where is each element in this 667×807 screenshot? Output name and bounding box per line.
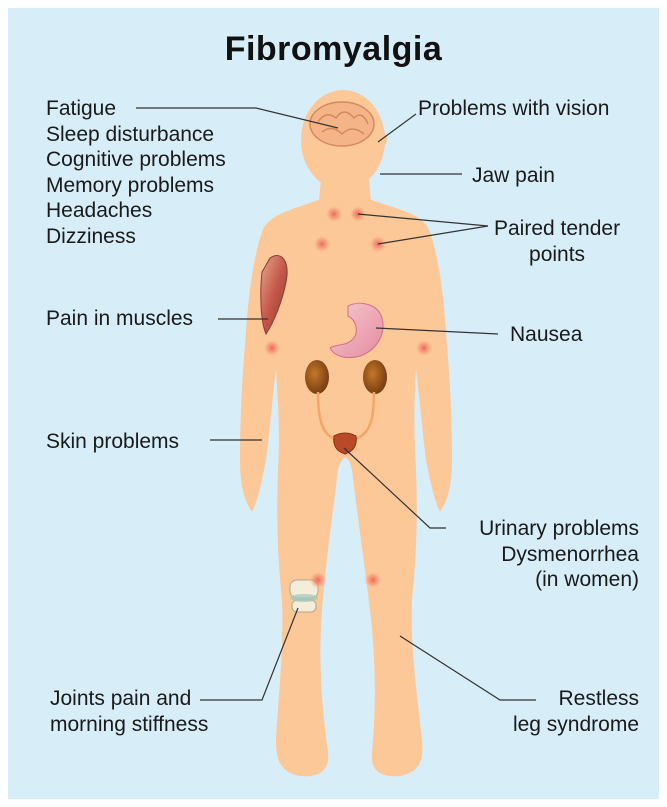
joints-line-2: morning stiffness [50, 712, 208, 738]
vision-label: Problems with vision [418, 96, 609, 122]
skin-problems-label: Skin problems [46, 429, 179, 455]
urinary-line-1: Urinary problems [479, 516, 639, 542]
muscle-pain-label: Pain in muscles [46, 306, 193, 332]
restless-line-2: leg syndrome [513, 712, 639, 738]
symptom-cognitive: Cognitive problems [46, 147, 226, 173]
symptom-fatigue: Fatigue [46, 96, 226, 122]
tender-points-label: Paired tender points [494, 216, 620, 267]
jaw-pain-label: Jaw pain [472, 163, 555, 189]
urinary-line-2: Dysmenorrhea [479, 542, 639, 568]
symptom-dizziness: Dizziness [46, 224, 226, 250]
restless-leg-label: Restless leg syndrome [513, 686, 639, 737]
restless-line-1: Restless [513, 686, 639, 712]
nausea-label: Nausea [510, 322, 582, 348]
joints-label: Joints pain and morning stiffness [50, 686, 208, 737]
tender-points-line-1: Paired tender [494, 216, 620, 242]
tender-points-line-2: points [494, 242, 620, 268]
urinary-label: Urinary problems Dysmenorrhea (in women) [479, 516, 639, 593]
page-title: Fibromyalgia [0, 30, 667, 69]
brain-symptoms-label: Fatigue Sleep disturbance Cognitive prob… [46, 96, 226, 249]
symptom-memory: Memory problems [46, 173, 226, 199]
symptom-headaches: Headaches [46, 198, 226, 224]
symptom-sleep: Sleep disturbance [46, 122, 226, 148]
joints-line-1: Joints pain and [50, 686, 208, 712]
urinary-line-3: (in women) [479, 567, 639, 593]
